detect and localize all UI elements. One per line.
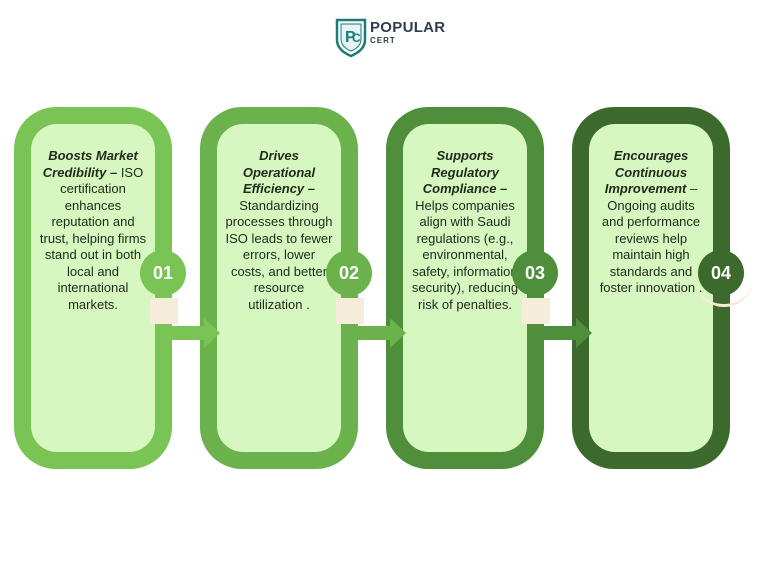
step-1-number-badge: 01 bbox=[140, 250, 186, 296]
step-4-body: – Ongoing audits and performance reviews… bbox=[599, 181, 703, 295]
step-2-number-badge: 02 bbox=[326, 250, 372, 296]
step-2-tab bbox=[336, 298, 364, 324]
brand-sub: CERT bbox=[370, 36, 396, 45]
step-card-1-panel: Boosts Market Credibility – ISO certific… bbox=[31, 124, 155, 452]
arrow-right-icon bbox=[160, 318, 220, 348]
step-1-tab bbox=[150, 298, 178, 324]
popularcert-logo: P C POPULAR CERT bbox=[334, 16, 446, 62]
svg-text:P: P bbox=[345, 29, 356, 46]
svg-text:C: C bbox=[352, 31, 361, 45]
step-1-text: Boosts Market Credibility – ISO certific… bbox=[39, 148, 147, 313]
step-card-4-panel: Encourages Continuous Improvement – Ongo… bbox=[589, 124, 713, 452]
step-1-body: ISO certification enhances reputation an… bbox=[39, 164, 147, 312]
step-card-3: Supports Regulatory Compliance – Helps c… bbox=[386, 107, 544, 469]
step-4-title: Encourages Continuous Improvement bbox=[604, 148, 689, 196]
step-3-tab bbox=[522, 298, 550, 324]
step-card-3-panel: Supports Regulatory Compliance – Helps c… bbox=[403, 124, 527, 452]
step-card-2: Drives Operational Efficiency – Standard… bbox=[200, 107, 358, 469]
step-2-body: Standardizing processes through ISO lead… bbox=[225, 197, 333, 312]
step-3-body: Helps companies align with Saudi regulat… bbox=[411, 197, 519, 312]
step-2-text: Drives Operational Efficiency – Standard… bbox=[225, 148, 333, 313]
step-4-number-badge: 04 bbox=[698, 250, 744, 296]
step-3-title: Supports Regulatory Compliance – bbox=[422, 148, 508, 196]
step-1-title: Boosts Market Credibility – bbox=[42, 148, 138, 180]
step-4-tab bbox=[694, 270, 754, 307]
step-card-1: Boosts Market Credibility – ISO certific… bbox=[14, 107, 172, 469]
arrow-right-icon bbox=[532, 318, 592, 348]
step-3-number-badge: 03 bbox=[512, 250, 558, 296]
brand-name: POPULAR bbox=[370, 19, 446, 36]
shield-logo-icon: P C bbox=[335, 18, 367, 58]
arrow-right-icon bbox=[346, 318, 406, 348]
step-card-2-panel: Drives Operational Efficiency – Standard… bbox=[217, 124, 341, 452]
step-4-text: Encourages Continuous Improvement – Ongo… bbox=[597, 148, 705, 297]
step-3-text: Supports Regulatory Compliance – Helps c… bbox=[411, 148, 519, 313]
step-2-title: Drives Operational Efficiency – bbox=[242, 148, 316, 196]
